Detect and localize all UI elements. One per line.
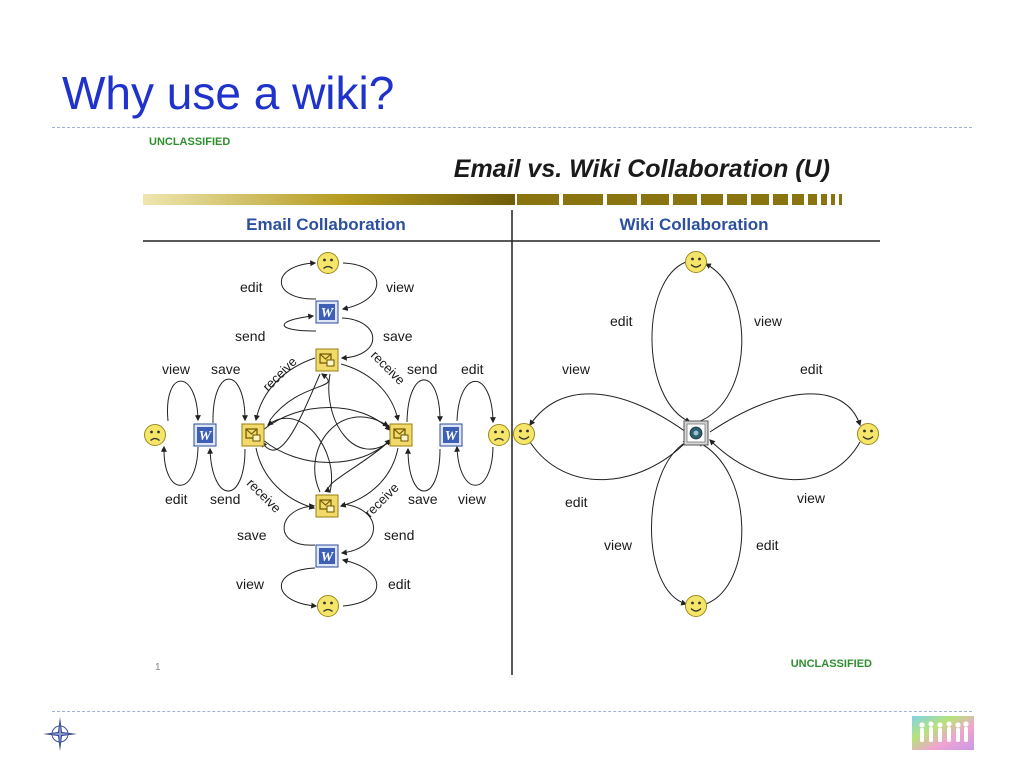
word-doc-icon-right bbox=[439, 423, 463, 447]
page-number: 1 bbox=[155, 662, 161, 673]
email-label-bottom-edit: edit bbox=[388, 576, 411, 592]
sad-face-icon-top bbox=[316, 251, 340, 275]
sad-face-icon-left bbox=[143, 423, 167, 447]
header-bar bbox=[143, 194, 515, 205]
wiki-label-bottom-view: view bbox=[604, 537, 633, 553]
classification-bottom: UNCLASSIFIED bbox=[791, 658, 872, 670]
email-label-right-view: view bbox=[458, 491, 487, 507]
email-label-left-edit: edit bbox=[165, 491, 188, 507]
wiki-label-left-view: view bbox=[562, 361, 591, 377]
email-label-top-view: view bbox=[386, 279, 415, 295]
compass-logo-icon bbox=[43, 717, 77, 751]
email-label-right-edit: edit bbox=[461, 361, 484, 377]
wiki-label-left-edit: edit bbox=[565, 494, 588, 510]
email-label-receive-br: receive bbox=[362, 480, 402, 520]
email-label-receive-tl: receive bbox=[260, 354, 300, 394]
email-label-bottom-view: view bbox=[236, 576, 265, 592]
happy-face-icon-top bbox=[684, 250, 708, 274]
email-header: Email Collaboration bbox=[246, 215, 406, 234]
email-label-top-save: save bbox=[383, 328, 413, 344]
bottom-divider bbox=[52, 711, 972, 712]
email-label-right-send: send bbox=[407, 361, 437, 377]
wiki-label-right-edit: edit bbox=[800, 361, 823, 377]
mail-icon-left bbox=[241, 423, 265, 447]
email-label-top-send: send bbox=[235, 328, 265, 344]
email-label-receive-tr: receive bbox=[368, 348, 408, 388]
email-label-receive-bl: receive bbox=[244, 476, 284, 516]
wiki-server-icon bbox=[683, 420, 709, 446]
email-label-bottom-send: send bbox=[384, 527, 414, 543]
figure-heading: Email vs. Wiki Collaboration (U) bbox=[454, 155, 830, 183]
wiki-header: Wiki Collaboration bbox=[619, 215, 768, 234]
mail-icon-top bbox=[315, 348, 339, 372]
email-label-left-send: send bbox=[210, 491, 240, 507]
classification-top: UNCLASSIFIED bbox=[149, 136, 230, 148]
wiki-label-bottom-edit: edit bbox=[756, 537, 779, 553]
mail-icon-right bbox=[389, 423, 413, 447]
wiki-label-right-view: view bbox=[797, 490, 826, 506]
happy-face-icon-bottom bbox=[684, 594, 708, 618]
wiki-label-top-edit: edit bbox=[610, 313, 633, 329]
sad-face-icon-bottom bbox=[316, 594, 340, 618]
email-label-top-edit: edit bbox=[240, 279, 263, 295]
mail-icon-bottom bbox=[315, 494, 339, 518]
people-logo-icon bbox=[912, 716, 974, 750]
email-label-right-save: save bbox=[408, 491, 438, 507]
word-doc-icon-bottom bbox=[315, 544, 339, 568]
email-label-left-save: save bbox=[211, 361, 241, 377]
word-doc-icon-left bbox=[193, 423, 217, 447]
happy-face-icon-right bbox=[856, 422, 880, 446]
slide-title: Why use a wiki? bbox=[62, 67, 395, 119]
wiki-arrows bbox=[529, 261, 862, 606]
wiki-label-top-view: view bbox=[754, 313, 783, 329]
email-arrows bbox=[160, 260, 496, 609]
top-divider bbox=[52, 127, 972, 128]
header-bar-segments bbox=[517, 194, 842, 205]
happy-face-icon-left bbox=[512, 422, 536, 446]
email-label-left-view: view bbox=[162, 361, 191, 377]
email-label-bottom-save: save bbox=[237, 527, 267, 543]
word-doc-icon-top bbox=[315, 300, 339, 324]
sad-face-icon-right bbox=[487, 423, 511, 447]
